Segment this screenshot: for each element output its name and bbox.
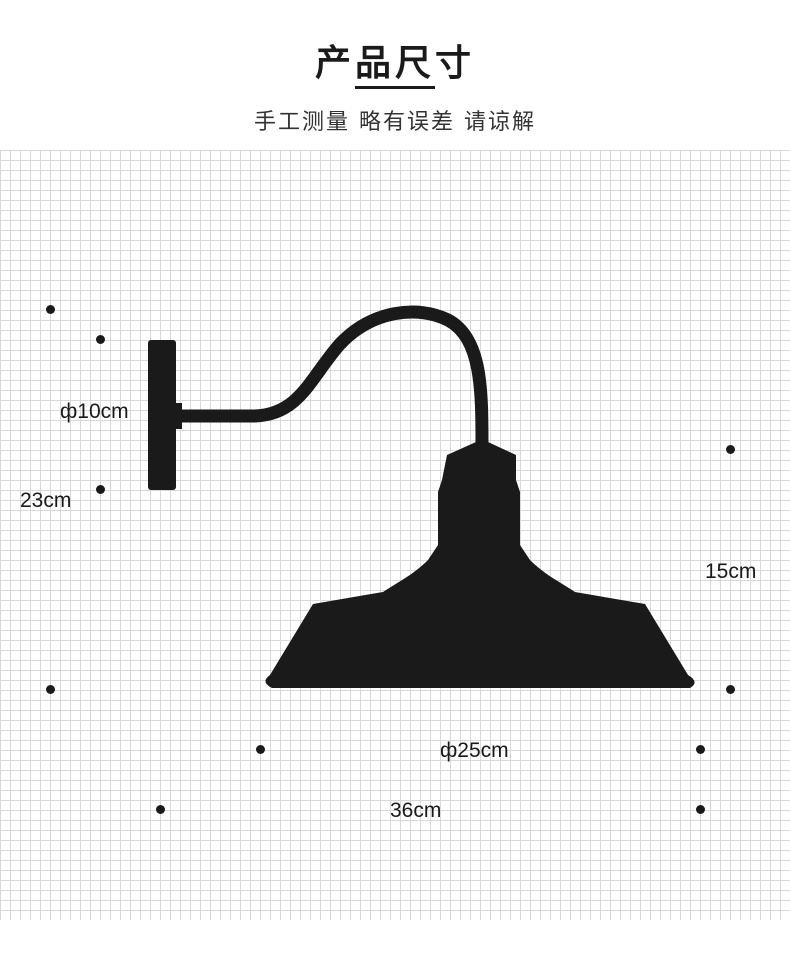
- backplate-diameter-label: ф10cm: [60, 400, 129, 423]
- marker-dot: [156, 805, 165, 814]
- title-underline: [355, 86, 435, 89]
- lamp-backplate: [148, 340, 176, 490]
- arm-height-label: 23cm: [20, 489, 72, 512]
- marker-dot: [726, 445, 735, 454]
- lamp-gooseneck-arm: [178, 305, 489, 449]
- marker-dot: [46, 305, 55, 314]
- total-length-label: 36cm: [390, 799, 442, 822]
- shade-diameter-label: ф25cm: [440, 739, 509, 762]
- lamp-shade: [265, 442, 695, 688]
- grid-background: [0, 150, 790, 920]
- marker-dot: [696, 805, 705, 814]
- marker-dot: [256, 745, 265, 754]
- marker-dot: [46, 685, 55, 694]
- page-title: 产品尺寸: [314, 43, 475, 84]
- marker-dot: [96, 335, 105, 344]
- shade-height-label: 15cm: [705, 560, 757, 583]
- marker-dot: [726, 685, 735, 694]
- marker-dot: [696, 745, 705, 754]
- marker-dot: [96, 485, 105, 494]
- page-subtitle: 手工测量 略有误差 请谅解: [254, 110, 536, 135]
